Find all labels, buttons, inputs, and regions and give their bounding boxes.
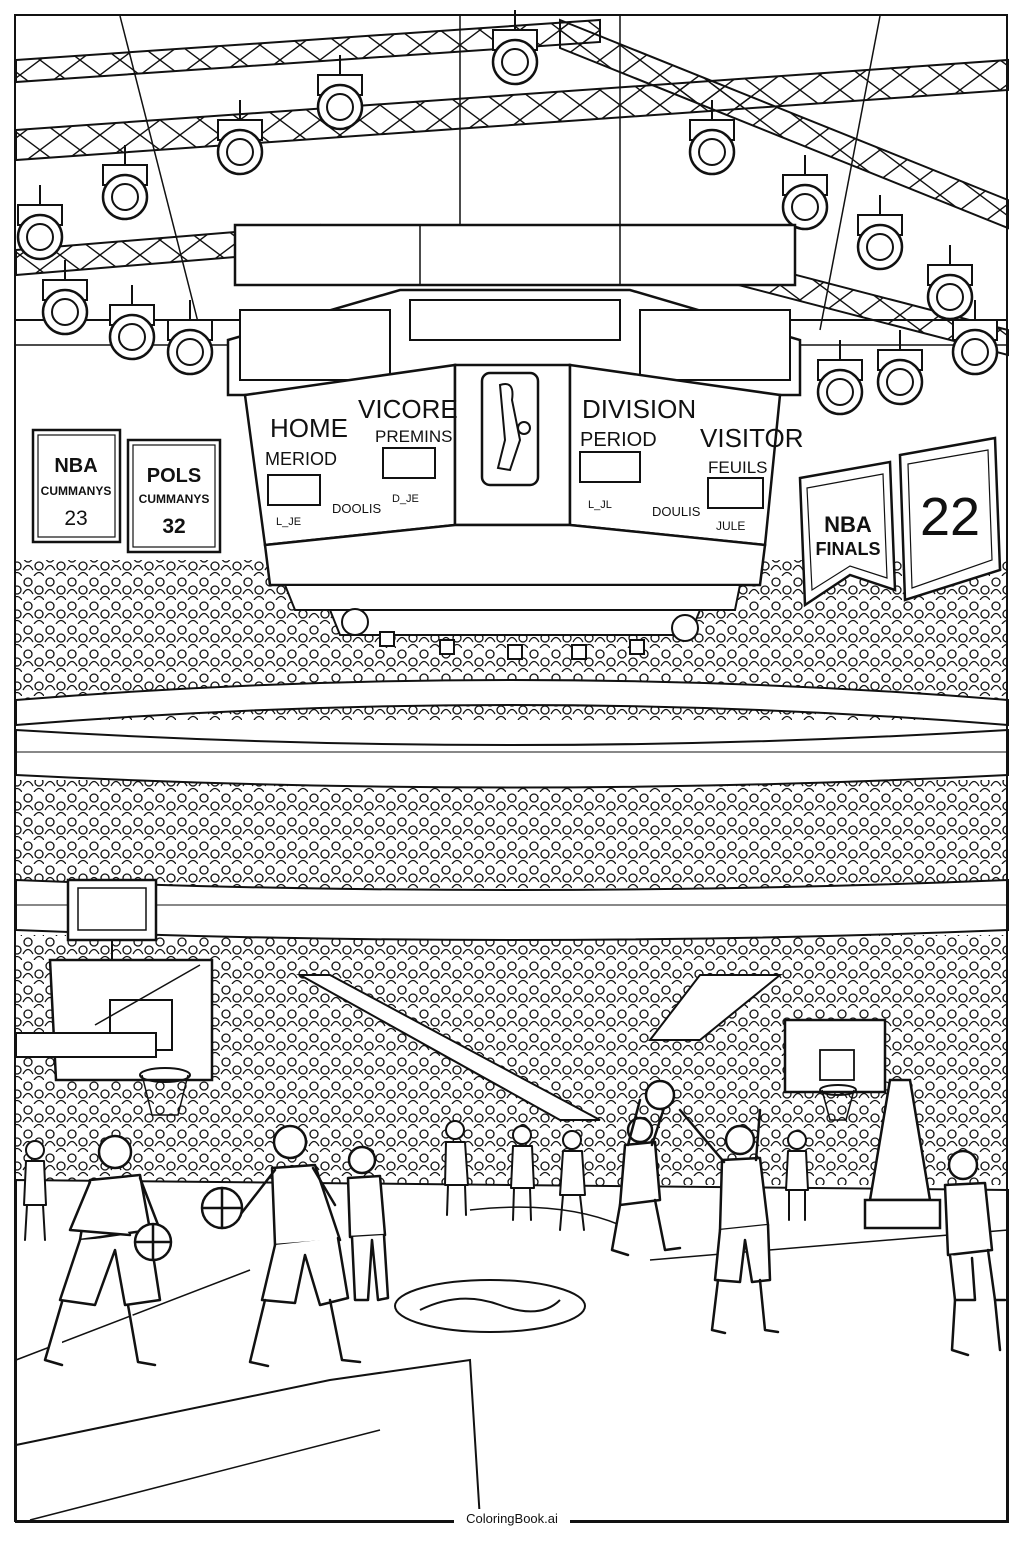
banner-left-1 <box>31 428 122 544</box>
footer: ColoringBook.ai <box>0 1509 1024 1531</box>
banner-right-1-line2: FINALS <box>816 539 881 559</box>
left-basketball-hoop <box>15 878 214 1116</box>
crowd-middle <box>16 780 1008 890</box>
banner-left-2-line1: POLS <box>147 465 201 487</box>
page-border <box>14 14 1008 1522</box>
players <box>23 1079 1007 1368</box>
scoreboard-feuils-label: FEUILS <box>708 458 768 477</box>
scoreboard-premins-label: PREMINS <box>375 427 452 446</box>
scoreboard-division-label: DIVISION <box>582 394 696 424</box>
balconies <box>15 679 1009 1121</box>
scoreboard-home-label: HOME <box>270 413 348 443</box>
scoreboard-vicore-label: VICORE <box>358 394 458 424</box>
center-court-logo <box>394 1279 586 1333</box>
player-right <box>943 1149 1007 1357</box>
banner-left-1-line3: 23 <box>64 507 87 530</box>
background-players <box>23 1120 809 1241</box>
scoreboard-btn-ljl: L_JL <box>588 499 612 511</box>
player-passer <box>200 1124 362 1368</box>
scoreboard-visitor-label: VISITOR <box>700 423 804 453</box>
banner-left-1-line1: NBA <box>54 455 97 477</box>
scoreboard <box>226 223 802 660</box>
player-shooter <box>678 1108 780 1335</box>
banner-left-2-line3: 32 <box>162 515 185 538</box>
banner-left-2 <box>126 438 222 554</box>
watermark-text: ColoringBook.ai <box>454 1509 570 1528</box>
banner-left-2-line2: CUMMANYS <box>139 492 210 506</box>
scoreboard-meriod-label: MERIOD <box>265 449 337 469</box>
scoreboard-btn-doulis: DOULIS <box>652 504 701 519</box>
scoreboard-period-label: PERIOD <box>580 429 657 451</box>
banner-left-1-line2: CUMMANYS <box>41 484 112 498</box>
scoreboard-btn-jule: JULE <box>716 519 745 533</box>
scoreboard-btn-lje: L_JE <box>276 516 301 528</box>
scoreboard-btn-doolis: DOOLIS <box>332 501 381 516</box>
banner-right-2-line1: 22 <box>920 487 980 547</box>
player-jump-shooter <box>610 1079 682 1257</box>
right-basketball-hoop <box>783 1018 942 1230</box>
player-standing <box>346 1145 390 1302</box>
banner-right-1-line1: NBA <box>824 512 872 537</box>
player-left-dribbler <box>43 1134 173 1367</box>
banner-right-2 <box>898 436 1002 602</box>
banner-right-1 <box>798 460 897 608</box>
scoreboard-lights <box>341 608 699 660</box>
basketball-icon <box>644 1079 676 1111</box>
scoreboard-btn-dje: D_JE <box>392 493 419 505</box>
